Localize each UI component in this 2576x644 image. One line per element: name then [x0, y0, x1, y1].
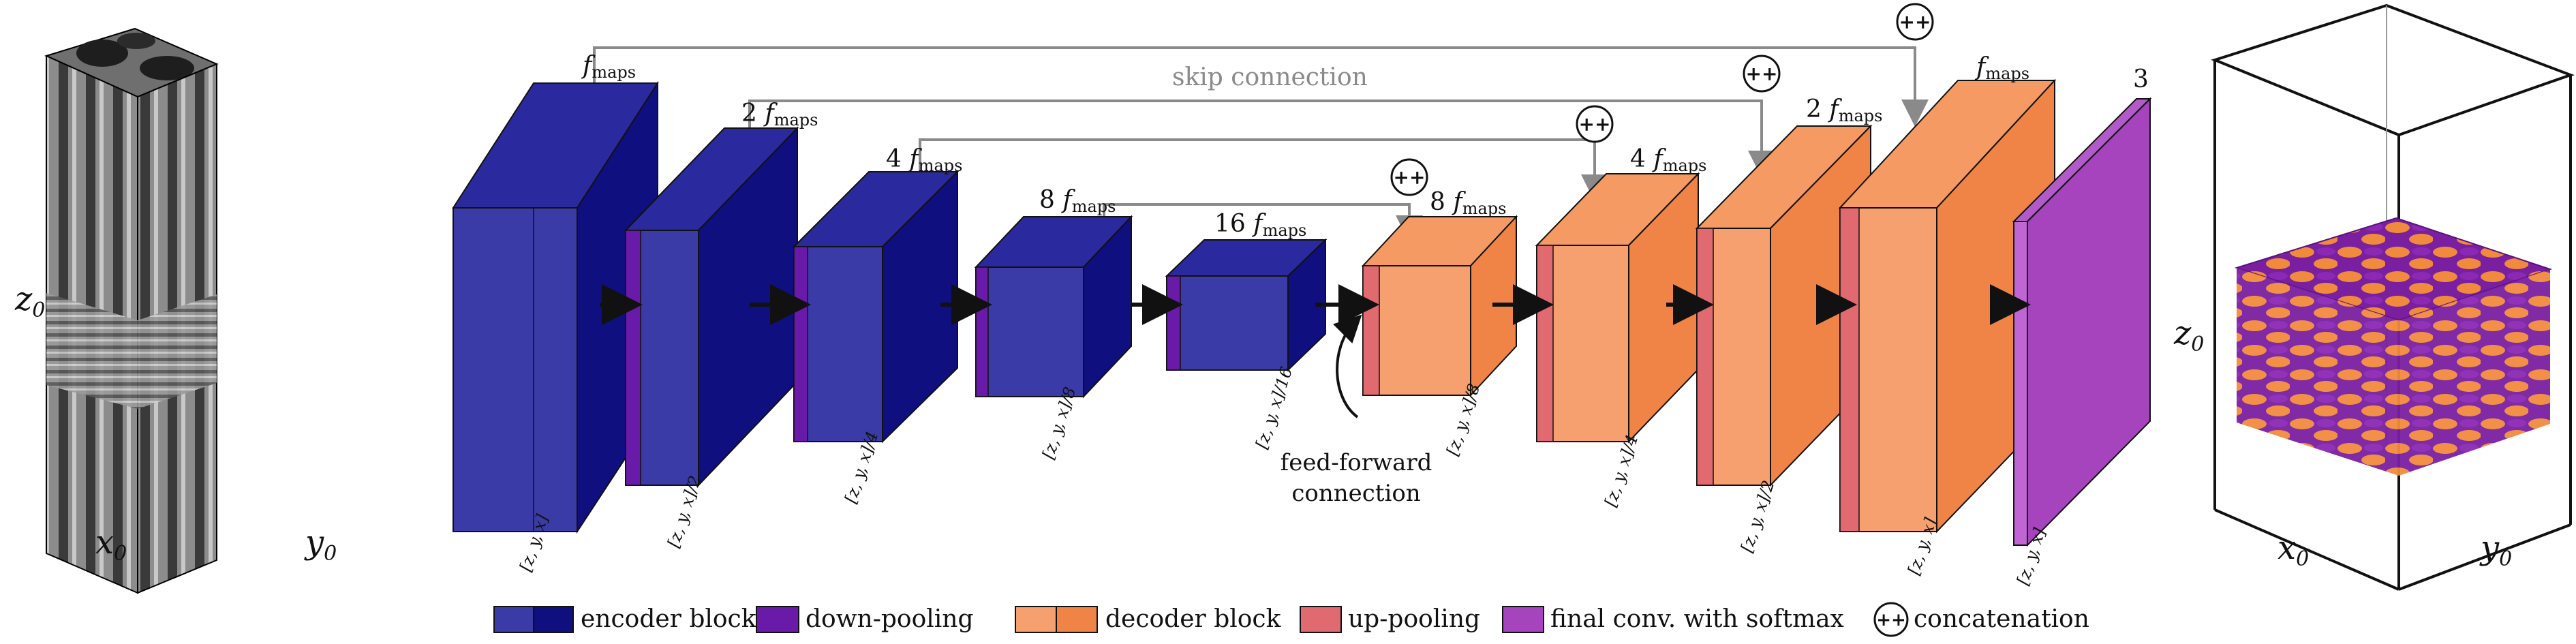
concat-icon: ++: [1896, 3, 1934, 41]
input-y0-label: y0: [304, 523, 337, 566]
input-z0-label: z0: [14, 280, 45, 322]
encoder-block-3: [792, 170, 960, 444]
enc4-fmaps-label: 8 fmaps: [1039, 186, 1116, 216]
dec3-dim-label: [z, y, x]/4: [1601, 432, 1642, 508]
bottleneck-dim-label: [z, y, x]/16: [1252, 365, 1296, 451]
down-pool-slab: [625, 230, 641, 486]
output-volume-top-face: [2211, 3, 2575, 137]
up-pool-slab: [1536, 245, 1554, 442]
legend-item-final-conv: final conv. with softmax: [1502, 605, 1844, 633]
bottleneck-fmaps-label: 16 fmaps: [1214, 210, 1306, 240]
enc2-fmaps-label: 2 fmaps: [741, 99, 818, 129]
encoder-block-4: [974, 215, 1133, 399]
concat-icon: ++: [1576, 105, 1614, 143]
dec3-fmaps-label: 4 fmaps: [1630, 145, 1706, 175]
svg-text:++: ++: [1899, 11, 1931, 33]
down-pool-slab: [975, 266, 989, 397]
legend-up-pooling-label: up-pooling: [1348, 605, 1480, 633]
legend-item-up-pooling: up-pooling: [1300, 605, 1480, 633]
legend: encoder block down-pooling decoder block…: [493, 602, 2089, 637]
output-segmentation-volume: z0 x0 y0: [2173, 3, 2575, 591]
concat-icon: ++: [1743, 55, 1781, 93]
dec1-fmaps-label: fmaps: [1974, 53, 2029, 83]
input-ct-volume: z0 x0 y0: [14, 27, 337, 594]
svg-text:++: ++: [1876, 610, 1906, 630]
legend-item-decoder: decoder block: [1015, 605, 1282, 633]
svg-text:++: ++: [1394, 166, 1426, 189]
up-pool-slab: [1362, 265, 1380, 396]
up-pool-slab: [1696, 228, 1714, 486]
input-x0-label: x0: [95, 523, 127, 566]
legend-concatenation-label: concatenation: [1914, 605, 2089, 633]
output-z0-label: z0: [2173, 314, 2204, 356]
enc1-fmaps-label: fmaps: [581, 52, 636, 82]
decoder-block-3: [1535, 172, 1700, 444]
legend-final-conv-label: final conv. with softmax: [1550, 605, 1844, 633]
encoder-block-2: [624, 126, 799, 487]
legend-item-down-pooling: down-pooling: [756, 605, 974, 633]
legend-item-concatenation: ++ concatenation: [1873, 602, 2089, 637]
dec2-dim-label: [z, y, x]/2: [1737, 478, 1778, 554]
up-pool-slab: [1839, 207, 1860, 532]
output-x0-label: x0: [2278, 529, 2309, 571]
bottleneck-block: [1165, 238, 1328, 372]
legend-decoder-label: decoder block: [1105, 605, 1282, 633]
feed-forward-label-line1: feed-forward: [1281, 449, 1432, 476]
output-y0-label: y0: [2479, 529, 2512, 571]
dec2-fmaps-label: 2 fmaps: [1806, 95, 1882, 125]
svg-text:++: ++: [1579, 113, 1611, 136]
legend-encoder-label: encoder block: [581, 605, 757, 633]
dec4-fmaps-label: 8 fmaps: [1430, 188, 1506, 218]
svg-text:++: ++: [1746, 63, 1778, 85]
feed-forward-label-line2: connection: [1291, 480, 1420, 507]
concat-icon: ++: [1390, 158, 1428, 196]
legend-down-pooling-label: down-pooling: [806, 605, 974, 633]
final-channels-label: 3: [2133, 65, 2149, 93]
legend-item-encoder: encoder block: [493, 605, 757, 633]
down-pool-slab: [1166, 275, 1181, 371]
concat-icon: [1873, 602, 1909, 637]
feed-forward-pointer: [1333, 314, 1362, 418]
concat-symbols: ++ ++ ++ ++: [1390, 3, 1934, 196]
enc3-fmaps-label: 4 fmaps: [886, 145, 962, 175]
decoder-block-4: [1361, 215, 1518, 397]
skip-connection-label: skip connection: [1172, 63, 1368, 91]
down-pool-slab: [793, 246, 808, 442]
